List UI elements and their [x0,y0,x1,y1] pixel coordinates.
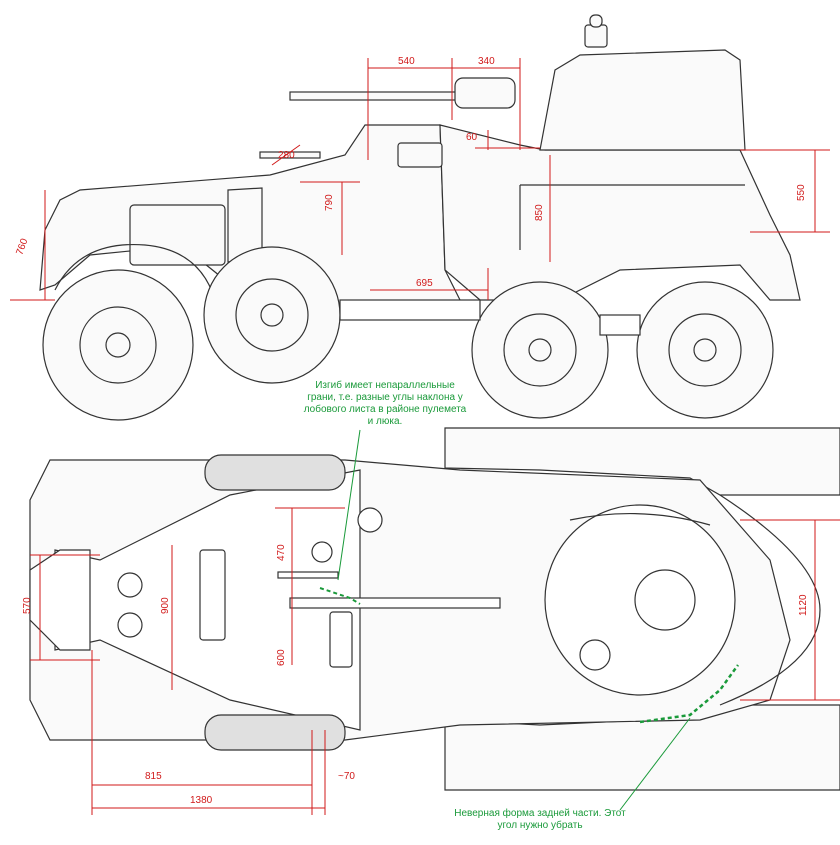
chassis-frame [339,299,481,321]
turret-cupola-top [589,14,603,28]
tire-bottom [204,714,346,751]
dim-1120: 1120 [798,594,809,616]
turret [539,49,746,151]
rear-panel [129,204,226,266]
dim-340: 340 [478,56,495,67]
turret-cupola [584,24,608,48]
side-view [39,14,801,421]
turret-hatch [634,569,696,631]
dim-1380: 1380 [190,795,213,806]
top-dimension-labels: 470 900 570 600 1120 815 1380 ~70 [22,544,809,806]
mg-top [277,571,339,579]
dim-815: 815 [145,771,162,782]
side-dimension-labels: 540 340 60 280 790 850 550 760 695 [14,56,807,289]
rear-rounded-shape [719,494,821,706]
dim-760: 760 [14,237,30,257]
dim-540: 540 [398,56,415,67]
lower-correction-note: Неверная форма задней части. Этот угол н… [454,808,626,831]
correction-marks [319,429,740,811]
dim-900: 900 [160,597,171,614]
rear-fender [54,243,216,301]
side-dimension-lines [10,58,830,301]
dim-600: 600 [276,649,287,666]
dim-695: 695 [416,278,433,289]
side-wheels [42,246,774,421]
dim-280: 280 [278,150,295,161]
top-view [29,427,840,791]
dim-approx-70: ~70 [338,771,355,782]
main-gun-top [289,597,501,609]
dim-570: 570 [22,597,33,614]
dim-790: 790 [324,194,335,211]
upper-correction-note: Изгиб имеет непараллельные грани, т.е. р… [303,380,467,427]
dim-550: 550 [796,184,807,201]
fender-bottom [444,704,840,791]
front-hull [439,124,801,301]
gun-mantlet [454,77,516,109]
dim-850: 850 [534,204,545,221]
top-dimension-lines [30,507,840,815]
tire-top [204,454,346,491]
main-gun [289,91,471,101]
dim-60: 60 [466,132,478,143]
side-hatch [397,142,443,168]
dim-470: 470 [276,544,287,561]
